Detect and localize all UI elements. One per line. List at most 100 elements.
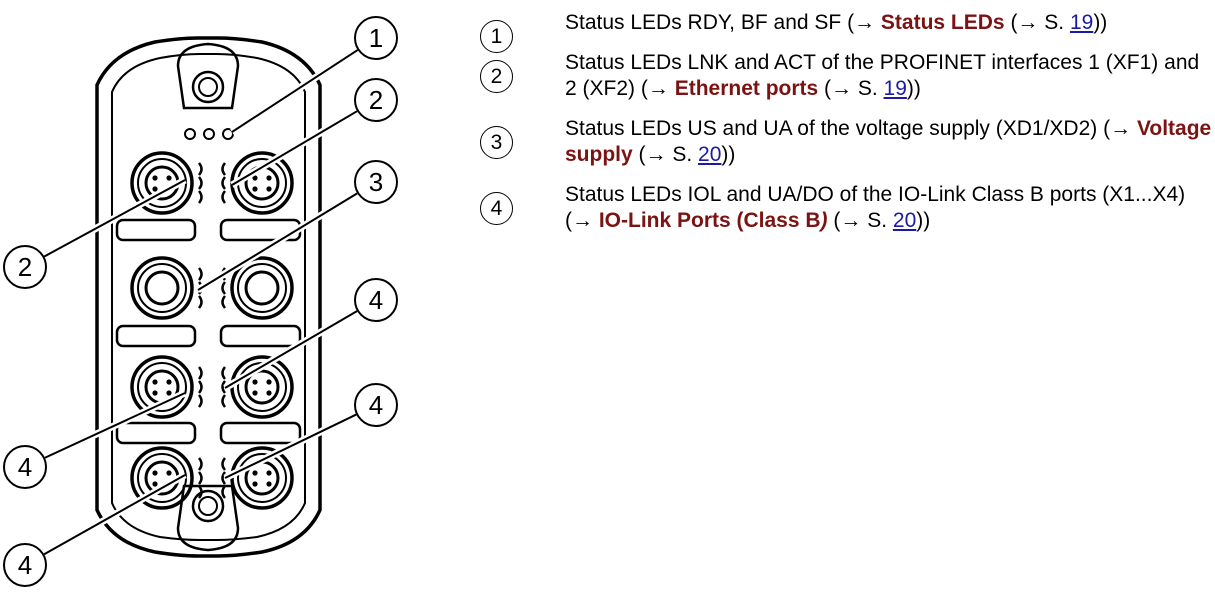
connector-pin (252, 470, 258, 476)
bottom-mount-tab (176, 484, 240, 552)
connector-outer (130, 355, 194, 419)
status-led-mark (221, 485, 227, 499)
status-led-mark (197, 366, 203, 380)
status-led-mark (221, 162, 227, 176)
legend-number-3: 3 (480, 126, 513, 159)
status-led-mark (197, 267, 203, 281)
separator-bar (115, 421, 197, 445)
legend-list: 1 Status LEDs RDY, BF and SF (→ Status L… (480, 10, 1215, 248)
connector-ring (137, 362, 187, 412)
status-led-mark (221, 394, 227, 408)
leader-lines (42, 47, 360, 558)
callout-circle (354, 160, 398, 204)
connector-ring (137, 263, 187, 313)
leader-line (231, 110, 358, 186)
status-led-mark (221, 380, 227, 394)
status-led-mark (197, 176, 203, 190)
connector-pin (252, 390, 258, 396)
separator-bar (219, 421, 302, 445)
connector-outer (230, 256, 294, 320)
connector-pin (266, 390, 272, 396)
connector-pin (266, 470, 272, 476)
top-mount-hole-inner (198, 77, 218, 97)
connector-pin (252, 481, 258, 487)
status-led-mark (197, 295, 203, 309)
connector-outer (130, 446, 194, 510)
page-link-20b[interactable]: 20 (892, 209, 917, 232)
callout-label: 4 (18, 550, 32, 580)
page-link-19a[interactable]: 19 (1069, 11, 1094, 34)
callout-label: 2 (18, 252, 32, 282)
callout-circle (354, 278, 398, 322)
connector-pin (266, 379, 272, 385)
legend-item-4: 4 Status LEDs IOL and UA/DO of the IO-Li… (480, 182, 1215, 234)
legend-text-1: Status LEDs RDY, BF and SF (→ Status LED… (565, 11, 1108, 34)
connector-pin (152, 470, 158, 476)
callout-circle (3, 445, 47, 489)
legend-number-2: 2 (480, 60, 513, 93)
callout-label: 3 (369, 167, 383, 197)
connector-outer (130, 151, 194, 215)
link-status-leds[interactable]: Status LEDs (880, 11, 1005, 34)
status-led-mark (221, 281, 227, 295)
status-led-mark (221, 457, 227, 471)
connector-outer (130, 256, 194, 320)
legend-item-2: 2 Status LEDs LNK and ACT of the PROFINE… (480, 50, 1215, 102)
legend-number-1: 1 (480, 20, 513, 53)
callout-label: 4 (369, 390, 383, 420)
page-link-19b[interactable]: 19 (883, 77, 907, 100)
connector-port (130, 355, 203, 419)
leader-line (44, 392, 186, 459)
link-voltage-supply[interactable]: Voltage supply (565, 117, 1212, 166)
page-link-20a[interactable]: 20 (698, 143, 722, 166)
status-led-mark (197, 190, 203, 204)
bottom-mount-hole-inner (198, 496, 218, 516)
status-led-mark (197, 380, 203, 394)
connector-port (130, 256, 203, 320)
connector-pin (252, 175, 258, 181)
connector-pin (166, 175, 172, 181)
connector-pin (266, 175, 272, 181)
leader-line (231, 49, 359, 133)
status-led-bf (203, 128, 215, 140)
connector-pin (152, 379, 158, 385)
callout-circle (3, 543, 47, 587)
link-iolink-ports[interactable]: IO-Link Ports (Class B) (598, 209, 828, 232)
connector-ring (237, 453, 287, 503)
status-led-sf (222, 128, 234, 140)
link-ethernet-ports[interactable]: Ethernet ports (674, 77, 819, 100)
connector-pin (252, 379, 258, 385)
top-mount-hole (191, 70, 225, 104)
separator-bar (115, 218, 197, 242)
leader-line (43, 179, 186, 258)
legend-number-4: 4 (480, 192, 513, 225)
callout-circle (354, 383, 398, 427)
connector-socket (144, 270, 180, 306)
status-led-mark (221, 190, 227, 204)
connector-ring (237, 263, 287, 313)
callout-label: 1 (369, 23, 383, 53)
legend-text-2: Status LEDs LNK and ACT of the PROFINET … (565, 51, 1200, 100)
connector-pin (166, 390, 172, 396)
status-led-mark (197, 162, 203, 176)
leader-line (224, 310, 358, 389)
connector-pin (152, 481, 158, 487)
legend-item-3: 3 Status LEDs US and UA of the voltage s… (480, 116, 1215, 168)
top-mount-tab (176, 42, 240, 110)
legend-text-4: Status LEDs IOL and UA/DO of the IO-Link… (565, 183, 1186, 232)
callout-label: 4 (18, 452, 32, 482)
connector-pin (266, 481, 272, 487)
connector-pin (166, 470, 172, 476)
status-led-rdy (184, 128, 196, 140)
status-led-mark (221, 366, 227, 380)
status-led-mark (197, 471, 203, 485)
separator-bars (115, 218, 302, 445)
leader-line (224, 413, 357, 479)
status-led-mark (221, 295, 227, 309)
legend-text-3: Status LEDs US and UA of the voltage sup… (565, 117, 1212, 166)
separator-bar (115, 324, 197, 348)
leader-line (43, 474, 186, 556)
connector-socket (244, 369, 280, 405)
status-led-mark (197, 457, 203, 471)
